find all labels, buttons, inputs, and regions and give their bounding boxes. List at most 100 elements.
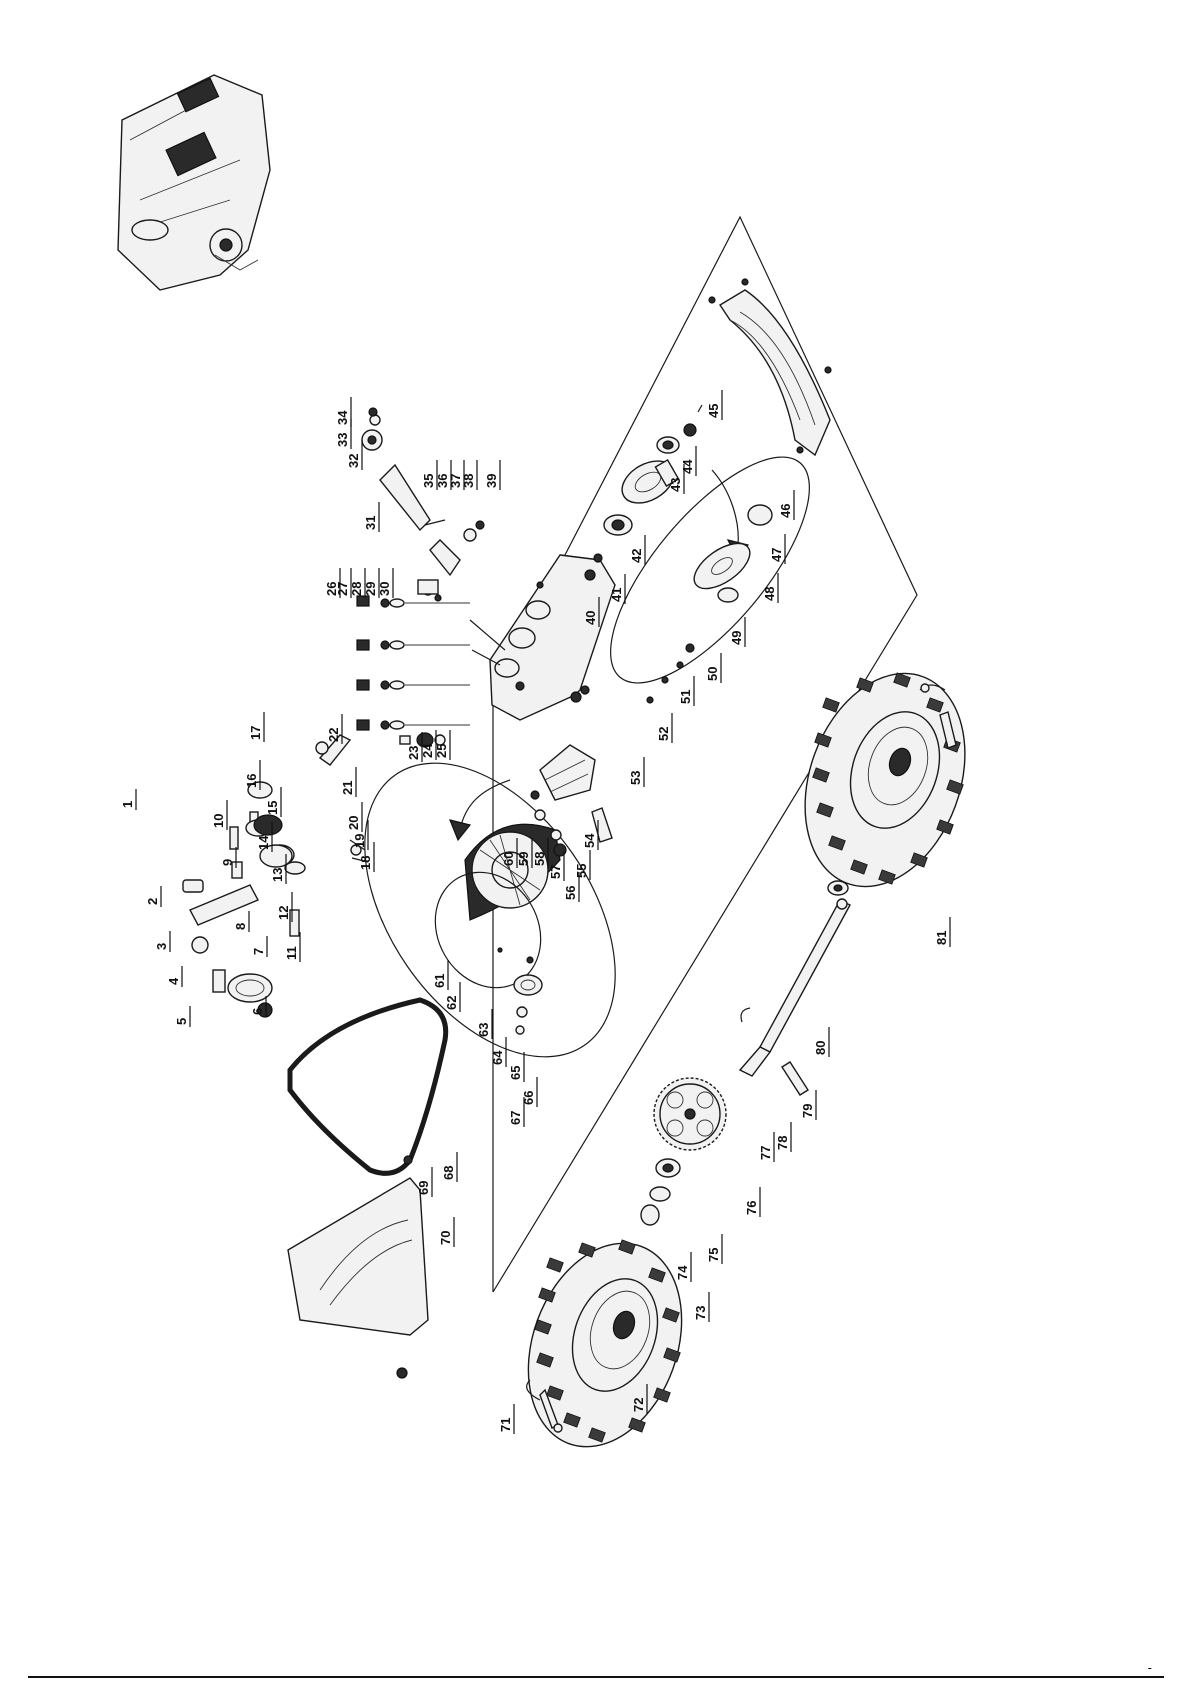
callout-69: 69	[416, 1167, 432, 1197]
callout-8: 8	[233, 911, 249, 932]
callout-number: 29	[363, 582, 378, 596]
callout-34: 34	[335, 397, 351, 427]
callout-number: 47	[769, 548, 784, 562]
callout-number: 24	[420, 743, 435, 758]
callout-number: 38	[461, 474, 476, 488]
callout-number: 27	[335, 582, 350, 596]
callout-78: 78	[775, 1122, 791, 1152]
callout-number: 16	[244, 774, 259, 788]
callout-80: 80	[813, 1027, 829, 1057]
callout-9: 9	[220, 847, 236, 868]
callout-5: 5	[174, 1006, 190, 1027]
callout-38: 38	[461, 460, 477, 490]
rear-fender	[709, 279, 831, 455]
callout-number: 4	[166, 977, 181, 985]
engine	[118, 75, 270, 290]
callout-73: 73	[693, 1292, 709, 1322]
callout-number: 75	[706, 1248, 721, 1262]
callout-number: 81	[934, 931, 949, 945]
callout-75: 75	[706, 1234, 722, 1264]
callout-number: 58	[532, 852, 547, 866]
callout-number: 33	[335, 433, 350, 447]
callout-number: 65	[508, 1066, 523, 1080]
axle-sprocket	[654, 1078, 726, 1150]
right-wheel	[777, 651, 993, 909]
callout-number: 15	[265, 801, 280, 815]
callout-68: 68	[441, 1152, 457, 1182]
callout-number: 18	[358, 856, 373, 870]
callout-number: 13	[270, 868, 285, 882]
callout-42: 42	[629, 535, 645, 565]
callout-44: 44	[680, 446, 696, 476]
callout-number: 25	[434, 744, 449, 758]
callout-number: 21	[340, 781, 355, 795]
callout-number: 72	[631, 1398, 646, 1412]
callout-79: 79	[800, 1090, 816, 1120]
callout-number: 63	[476, 1023, 491, 1037]
callout-61: 61	[432, 960, 448, 990]
callout-63: 63	[476, 1009, 492, 1039]
callout-1: 1	[120, 789, 136, 810]
callout-47: 47	[769, 534, 785, 564]
callout-74: 74	[675, 1252, 691, 1282]
callout-number: 69	[416, 1181, 431, 1195]
callout-51: 51	[678, 676, 694, 706]
callout-number: 70	[438, 1231, 453, 1245]
callout-number: 62	[444, 996, 459, 1010]
callout-71: 71	[498, 1404, 514, 1434]
callout-48: 48	[762, 573, 778, 603]
callout-number: 66	[521, 1091, 536, 1105]
callout-number: 79	[800, 1104, 815, 1118]
callout-16: 16	[244, 760, 260, 790]
left-wheel	[501, 1222, 708, 1469]
callout-76: 76	[744, 1187, 760, 1217]
callout-number: 48	[762, 587, 777, 601]
callout-10: 10	[211, 800, 227, 830]
callout-number: 11	[284, 946, 299, 960]
callout-number: 30	[377, 582, 392, 596]
callout-number: 55	[574, 864, 589, 878]
footer-rule	[28, 1676, 1164, 1678]
callout-3: 3	[154, 931, 170, 952]
callout-21: 21	[340, 767, 356, 797]
callout-number: 64	[490, 1050, 505, 1065]
callout-number: 19	[352, 834, 367, 848]
callout-2: 2	[145, 886, 161, 907]
callout-number: 71	[498, 1418, 513, 1432]
callout-number: 45	[706, 404, 721, 418]
callout-number: 12	[276, 906, 291, 920]
callout-number: 14	[256, 835, 271, 850]
callout-number: 43	[668, 478, 683, 492]
callout-number: 44	[680, 459, 695, 474]
callout-number: 1	[120, 801, 135, 808]
callout-number: 32	[346, 454, 361, 468]
callout-number: 51	[678, 690, 693, 704]
callout-number: 59	[516, 852, 531, 866]
fastener-column	[357, 596, 470, 730]
callout-number: 8	[233, 923, 248, 930]
callout-number: 20	[346, 816, 361, 830]
callout-number: 5	[174, 1018, 189, 1025]
callout-number: 56	[563, 886, 578, 900]
page-corner-mark: -	[1148, 1660, 1152, 1675]
rear-axle	[740, 899, 850, 1095]
clutch-cover-group	[313, 717, 666, 1102]
callout-number: 34	[335, 410, 350, 425]
callout-12: 12	[276, 892, 292, 922]
callout-17: 17	[248, 712, 264, 742]
callout-number: 52	[656, 727, 671, 741]
callout-number: 78	[775, 1136, 790, 1150]
callout-number: 42	[629, 549, 644, 563]
callout-number: 74	[675, 1265, 690, 1280]
callout-22: 22	[326, 714, 342, 744]
callout-52: 52	[656, 713, 672, 743]
callout-number: 57	[548, 865, 563, 879]
callout-65: 65	[508, 1052, 524, 1082]
callout-46: 46	[778, 490, 794, 520]
callout-number: 23	[406, 746, 421, 760]
callout-number: 6	[250, 1008, 265, 1015]
callout-70: 70	[438, 1217, 454, 1247]
belt-cover	[288, 1156, 428, 1378]
callout-number: 2	[145, 898, 160, 905]
shift-lever	[362, 408, 484, 601]
